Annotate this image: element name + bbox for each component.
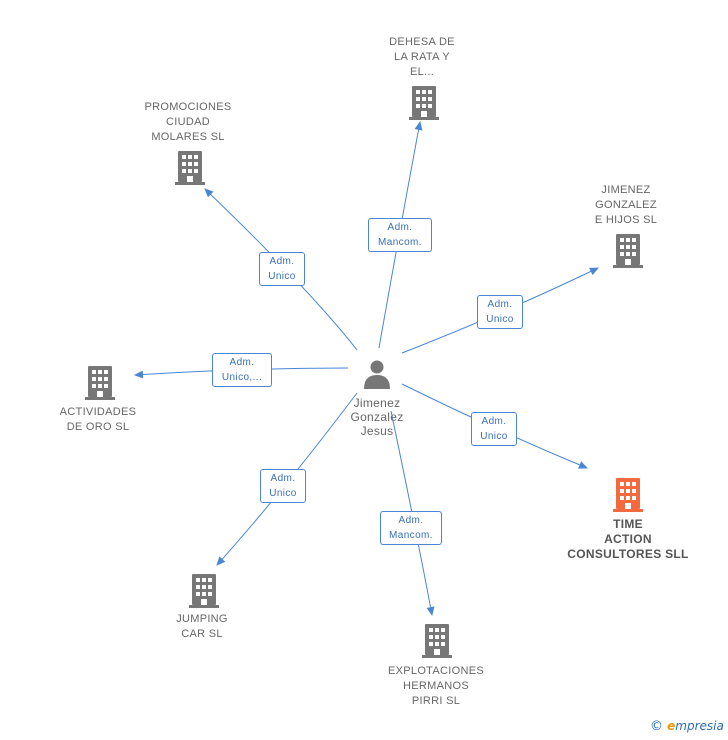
relation-label-promociones: Adm. Unico	[259, 252, 305, 286]
company-label-jimenez-hijos[interactable]: JIMENEZ GONZALEZ E HIJOS SL	[594, 184, 658, 226]
center-person-name[interactable]: Jimenez Gonzalez Jesus	[350, 396, 404, 438]
building-icon-explotaciones[interactable]	[422, 624, 452, 658]
empresia-logo[interactable]: empresia	[667, 719, 724, 733]
company-label-promociones[interactable]: PROMOCIONES CIUDAD MOLARES SL	[144, 101, 232, 143]
building-icon-dehesa[interactable]	[409, 86, 439, 120]
building-icon-promociones[interactable]	[175, 151, 205, 185]
company-label-actividades[interactable]: ACTIVIDADES DE ORO SL	[59, 406, 137, 433]
relation-label-dehesa: Adm. Mancom.	[368, 218, 432, 252]
person-icon[interactable]	[364, 360, 390, 390]
company-label-time-action[interactable]: TIME ACTION CONSULTORES SLL	[567, 517, 689, 561]
building-icon-actividades[interactable]	[85, 366, 115, 400]
relation-label-explotaciones: Adm. Mancom.	[380, 511, 442, 545]
company-label-dehesa[interactable]: DEHESA DE LA RATA Y EL...	[389, 36, 455, 78]
building-icon-jumping[interactable]	[189, 574, 219, 608]
copyright-icon: ©	[650, 719, 663, 734]
company-label-jumping[interactable]: JUMPING CAR SL	[176, 613, 228, 640]
footer-credit: © empresia	[650, 719, 724, 734]
building-icon-jimenez-hijos[interactable]	[613, 234, 643, 268]
relation-label-jimenez-hijos: Adm. Unico	[477, 295, 523, 329]
building-icon-time-action[interactable]	[613, 478, 643, 512]
company-label-explotaciones[interactable]: EXPLOTACIONES HERMANOS PIRRI SL	[388, 665, 484, 707]
relation-label-jumping: Adm. Unico	[260, 469, 306, 503]
relation-label-actividades: Adm. Unico,...	[212, 353, 272, 387]
relation-label-time-action: Adm. Unico	[471, 412, 517, 446]
